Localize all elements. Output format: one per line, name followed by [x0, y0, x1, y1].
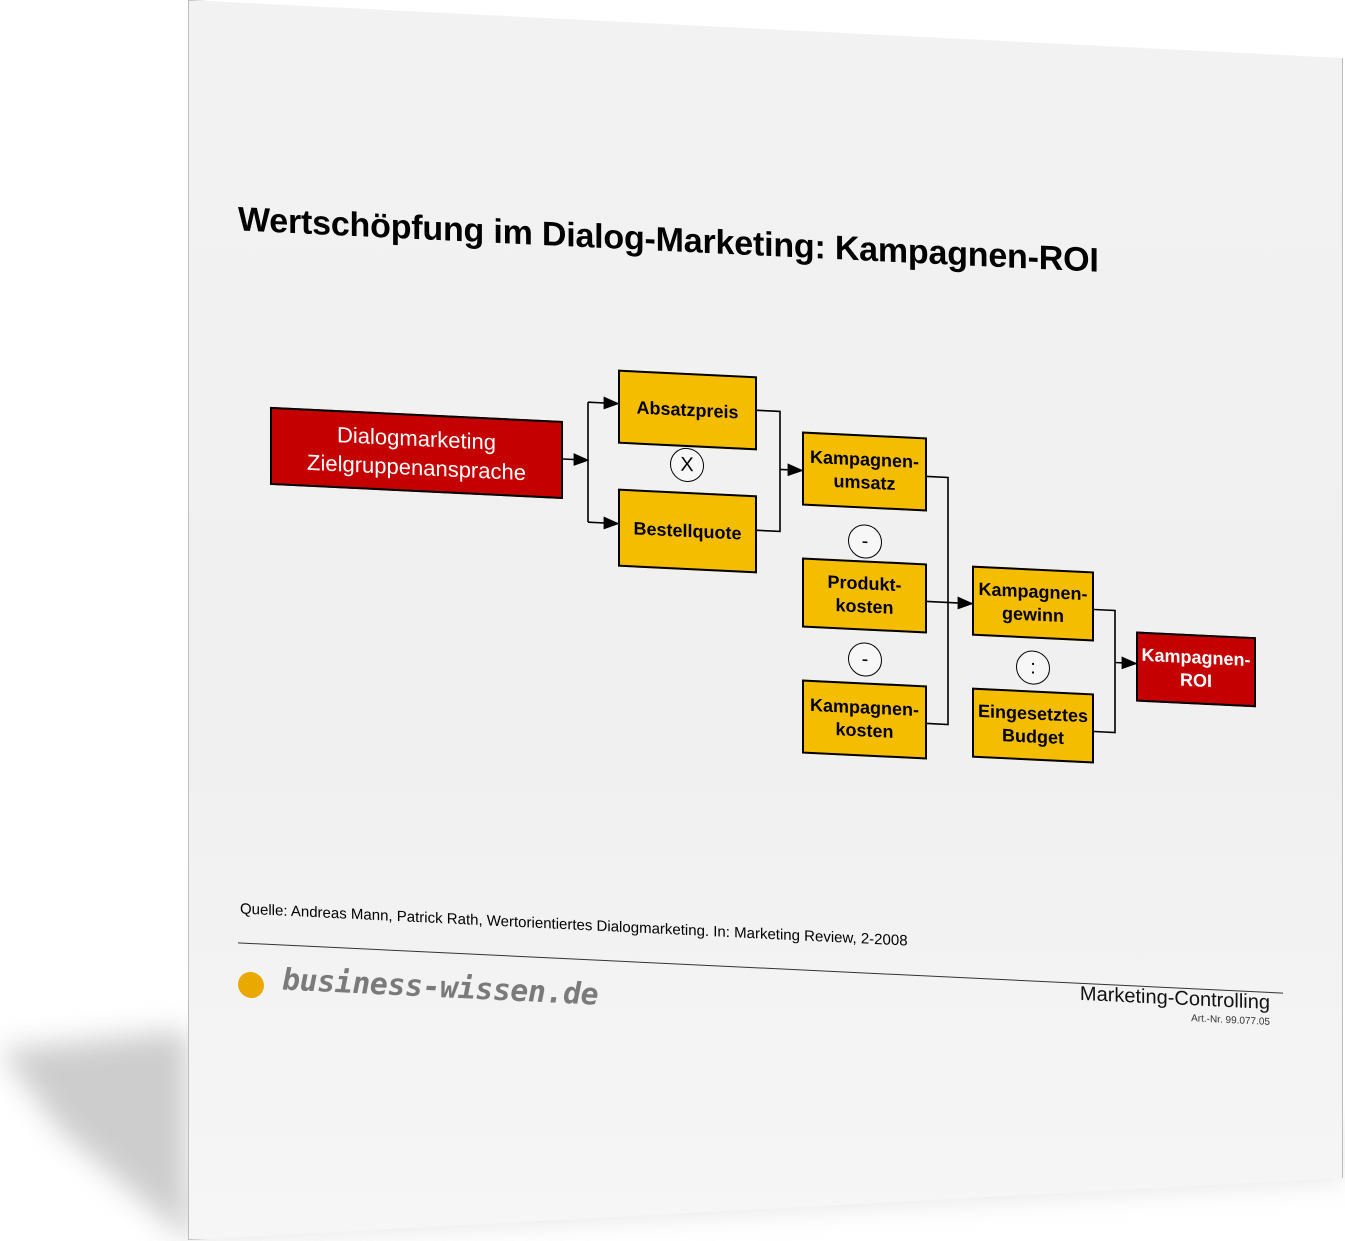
node-absatzpreis: Absatzpreis: [618, 369, 757, 451]
arrow-to-roi: [1115, 656, 1138, 670]
arrow-to-umsatz: [780, 463, 804, 477]
operator-minus-1: -: [848, 523, 882, 560]
arrow-source-split: [563, 453, 590, 466]
arrow-to-bestellquote: [588, 516, 620, 530]
node-produktkosten: Produkt-kosten: [802, 557, 927, 634]
page-content: Wertschöpfung im Dialog-Marketing: Kampa…: [230, 200, 1290, 1121]
connector-lines: [563, 396, 1138, 734]
node-eingesetztes-budget: Eingesetztes Budget: [972, 687, 1094, 764]
node-kampagnengewinn: Kampagnen-gewinn: [972, 565, 1094, 642]
operator-divide: :: [1016, 649, 1050, 686]
arrow-to-absatzpreis: [588, 396, 620, 410]
operator-multiply: X: [670, 447, 704, 483]
operator-minus-2: -: [848, 641, 882, 678]
node-kampagnenumsatz: Kampagnen-umsatz: [802, 431, 927, 512]
node-kampagnen-roi: Kampagnen-ROI: [1136, 631, 1256, 708]
arrow-to-gewinn: [927, 596, 974, 610]
footer-info: Marketing-Controlling Art.-Nr. 99.077.05: [1080, 983, 1270, 1028]
node-dialogmarketing: Dialogmarketing Zielgruppenansprache: [270, 406, 563, 499]
logo-dot-icon: [238, 971, 264, 999]
logo-wordmark: business-wissen.de: [282, 962, 599, 1013]
node-bestellquote: Bestellquote: [618, 488, 757, 574]
node-kampagnenkosten: Kampagnen-kosten: [802, 679, 927, 760]
document-page: [188, 0, 1343, 1240]
